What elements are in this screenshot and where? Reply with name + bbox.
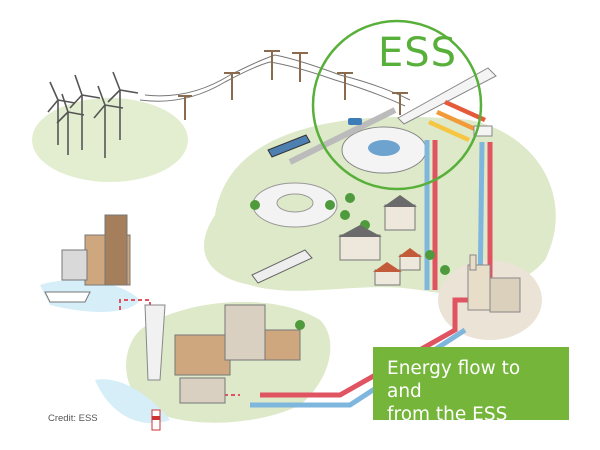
road	[288, 107, 397, 165]
tree-icon	[345, 193, 355, 203]
linac-tunnel	[397, 67, 497, 125]
tree-icon	[340, 210, 350, 220]
factory-icon	[467, 254, 521, 313]
info-line-1: Energy flow to and	[387, 358, 521, 402]
wind-turbine-icon	[107, 71, 139, 140]
coast-water	[95, 379, 170, 424]
city	[144, 304, 301, 404]
house-icon	[373, 262, 402, 286]
power-pylon-icon	[292, 52, 308, 82]
ess-label: ESS	[378, 30, 458, 76]
water	[40, 280, 170, 424]
lighthouse-icon	[151, 409, 161, 431]
tree-icon	[250, 200, 260, 210]
wind-farm-land	[32, 98, 188, 182]
power-pylons	[178, 50, 408, 120]
tree-icon	[295, 320, 305, 330]
power-pylon-icon	[392, 92, 408, 115]
ship-icon	[44, 291, 91, 303]
power-line	[139, 54, 411, 107]
ring-building	[252, 182, 338, 228]
tree-icon	[425, 250, 435, 260]
tree-icon	[325, 200, 335, 210]
info-line-2: from the ESS facility	[387, 404, 508, 448]
ess-facility	[288, 67, 497, 174]
train-icon	[251, 134, 313, 284]
heat-exchanger	[473, 125, 493, 137]
ess-highlight-circle	[311, 19, 483, 191]
power-pylon-icon	[178, 95, 192, 120]
power-pylon-icon	[224, 72, 240, 100]
wind-turbine-icon	[93, 85, 124, 158]
wind-turbine-icon	[69, 74, 101, 150]
credit-text: Credit: ESS	[48, 413, 98, 424]
wind-turbine-icon	[56, 93, 85, 155]
wind-turbines	[47, 71, 139, 158]
tree-icon	[440, 265, 450, 275]
energy-arrows	[428, 100, 493, 142]
power-pylon-icon	[264, 50, 280, 80]
house-icon	[338, 225, 382, 261]
harbor-town	[44, 214, 131, 303]
info-box: Energy flow to and from the ESS facility	[373, 347, 569, 448]
house-icon	[383, 195, 417, 231]
harbor-water	[40, 280, 140, 312]
power-pylon-icon	[337, 72, 353, 100]
vehicle	[348, 118, 362, 125]
house-icon	[398, 248, 422, 271]
twisting-tower	[144, 304, 166, 381]
residential-houses	[338, 195, 422, 286]
